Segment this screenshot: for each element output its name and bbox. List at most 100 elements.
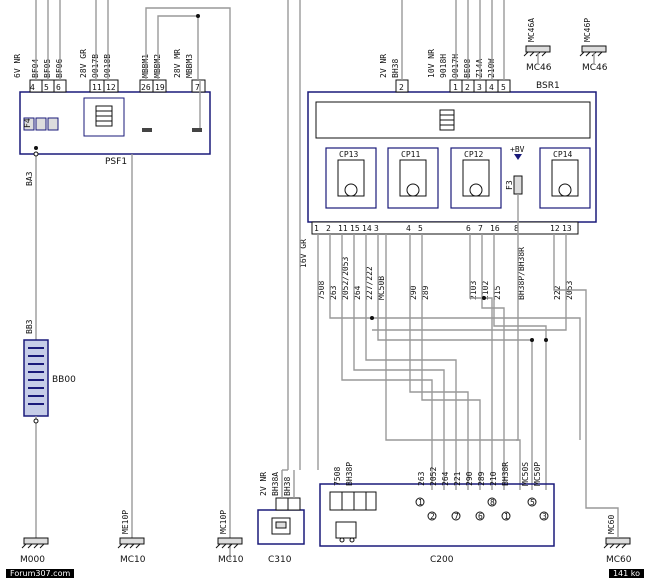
c310-label: C310 — [268, 555, 292, 565]
psf1-fuse-box — [19, 79, 211, 155]
bsr1-top-pin-2b: 2 — [465, 83, 470, 92]
bsr1-bottom-pin: 12 — [550, 224, 560, 233]
bsr1-bottom-pin: 2 — [326, 224, 331, 233]
wire-9018h: 9018H — [439, 54, 448, 78]
ground-mc46-a — [523, 45, 551, 57]
ground-mc10-a — [117, 537, 145, 549]
bsr1-bottom-wire-label: 2103 — [469, 281, 478, 300]
c200-wire-label: MC50S — [521, 462, 530, 486]
bsr1-bottom-pin: 16 — [490, 224, 500, 233]
psf1-pin-11: 11 — [92, 83, 102, 92]
wire-bh38-top: BH38 — [391, 59, 400, 78]
ground-m000 — [21, 537, 49, 549]
supply-label: +BV — [510, 145, 525, 154]
battery-bb00 — [23, 339, 49, 538]
bsr1-bottom-wire-label: 2052/2053 — [341, 256, 350, 300]
ground-mc46-b — [579, 45, 607, 57]
ground-mc46-b-label: MC46 — [582, 63, 608, 73]
bsr1-top-pin-4: 4 — [489, 83, 494, 92]
bsr1-bottom-wire-label: 263 — [329, 285, 338, 300]
bsr1-bottom-wire-label: BH38P/BH38R — [517, 247, 526, 300]
bsr1-bottom-pin: 7 — [478, 224, 483, 233]
bsr1-bottom-wire-label: 264 — [353, 285, 362, 300]
wire-mc46p: MC46P — [583, 18, 592, 42]
ground-m000-label: M000 — [20, 555, 45, 565]
footer-source: Forum307.com — [6, 569, 75, 578]
bsr1-bottom-pin: 3 — [374, 224, 379, 233]
c200-pin-g: 5 — [530, 498, 535, 507]
c200-pin-d: 6 — [478, 512, 483, 521]
wire-mc60-vert: MC60 — [607, 515, 616, 534]
c310-component — [257, 469, 305, 545]
fuse-f3-label: F3 — [505, 180, 514, 190]
bsr1-bottom-wire-label: 289 — [421, 285, 430, 300]
footer-size: 141 ko — [608, 569, 644, 578]
psf1-pin-26: 26 — [141, 83, 151, 92]
c200-wire-label: MC50P — [533, 462, 542, 486]
c200-pin-e: 8 — [490, 498, 495, 507]
psf1-mid-conn-label: 28V GR — [79, 49, 88, 78]
bsr1-label: BSR1 — [536, 81, 560, 91]
psf1-pin-12: 12 — [106, 83, 116, 92]
bsr1-bottom-pin: 13 — [562, 224, 572, 233]
bsr1-bottom-wire-label: 290 — [409, 285, 418, 300]
bsr1-bottom-pin: 4 — [406, 224, 411, 233]
bsr1-top2-conn-label: 10V NR — [427, 49, 436, 78]
wire-ba3: BA3 — [25, 171, 34, 186]
c200-wire-label: BH38P — [345, 462, 354, 486]
c200-pin-f: 1 — [504, 512, 509, 521]
c200-wire-label: 263 — [417, 471, 426, 486]
bsr1-top1-conn-label: 2V NR — [379, 54, 388, 78]
relay-cp14: CP14 — [553, 150, 572, 159]
ground-mc10-a-label: MC10 — [120, 555, 146, 565]
c200-wire-label: 290 — [465, 471, 474, 486]
ground-mc10-b — [215, 537, 243, 549]
psf1-wire-mbbm3: MBBM3 — [185, 54, 194, 78]
c200-pin-b: 2 — [430, 512, 435, 521]
c200-pin-h: 3 — [542, 512, 547, 521]
psf1-right-conn-label: 28V MR — [173, 49, 182, 78]
psf1-label: PSF1 — [105, 157, 127, 167]
bsr1-top-pin-3: 3 — [477, 83, 482, 92]
bsr1-bottom-wire-label: 2102 — [481, 281, 490, 300]
bsr1-bottom-pin: 14 — [362, 224, 372, 233]
psf1-fuse-label: F4 — [23, 118, 32, 128]
bsr1-bottom-wire-label: MC50B — [377, 276, 386, 300]
psf1-pin-4: 4 — [30, 83, 35, 92]
bsr1-bottom-pin: 8 — [514, 224, 519, 233]
bsr1-bottom-pin: 11 — [338, 224, 348, 233]
bsr1-bottom-conn-label: 16V GR — [299, 239, 308, 268]
c200-pin-c: 7 — [454, 512, 459, 521]
wire-mc46a: MC46A — [527, 18, 536, 42]
relay-cp12: CP12 — [464, 150, 483, 159]
ground-mc10-b-label: MC10 — [218, 555, 244, 565]
wire-bh38a: BH38A — [271, 472, 280, 496]
psf1-pin-19: 19 — [155, 83, 165, 92]
relay-cp11: CP11 — [401, 150, 420, 159]
psf1-pin-6: 6 — [56, 83, 61, 92]
bsr1-top-pin-5: 5 — [501, 83, 506, 92]
c200-wire-label: 210 — [489, 471, 498, 486]
c200-wire-label: 264 — [441, 471, 450, 486]
ground-mc60 — [603, 537, 631, 549]
c200-wire-label: 221 — [453, 471, 462, 486]
bsr1-to-c200-wires — [317, 194, 619, 538]
bsr1-bottom-pin: 1 — [314, 224, 319, 233]
wire-bh38-c310: BH38 — [283, 477, 292, 496]
bsr1-bottom-wire-label: 227/222 — [365, 266, 374, 300]
wire-mc10p: MC10P — [219, 510, 228, 534]
ground-mc60-label: MC60 — [606, 555, 632, 565]
bsr1-bottom-pin: 6 — [466, 224, 471, 233]
c200-wire-label: 289 — [477, 471, 486, 486]
c200-label: C200 — [430, 555, 454, 565]
wire-me10p: ME10P — [121, 510, 130, 534]
psf1-left-conn-label: 6V NR — [13, 54, 22, 78]
c200-pin-a: 1 — [418, 498, 423, 507]
psf1-wires — [35, 0, 231, 560]
wire-bb3: BB3 — [25, 319, 34, 334]
bsr1-bottom-pin: 5 — [418, 224, 423, 233]
c200-component — [319, 483, 555, 547]
